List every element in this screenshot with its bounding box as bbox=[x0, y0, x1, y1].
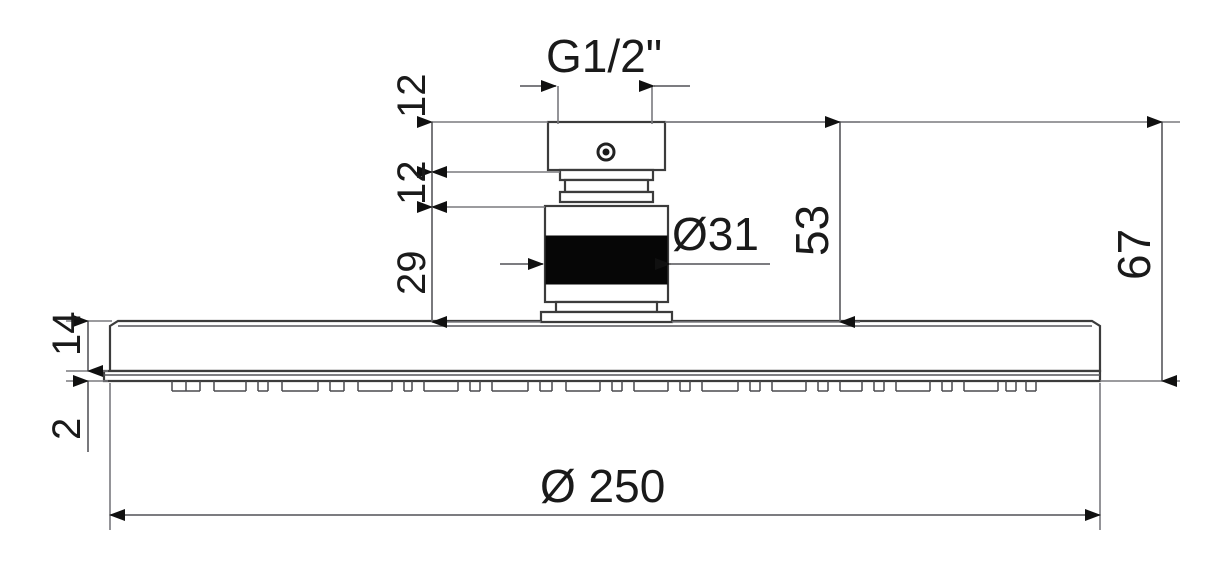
thread-step-lower bbox=[558, 190, 655, 204]
dim-plate-diameter-250: Ø 250 bbox=[109, 460, 1101, 521]
collar-step-lower bbox=[554, 300, 659, 314]
shower-plate-geometry bbox=[102, 319, 1102, 383]
plate-body-outline bbox=[108, 319, 1102, 373]
collar-accent-band bbox=[545, 235, 668, 285]
dim-top-gap-12: 12 bbox=[390, 74, 447, 178]
dim-face-thickness-2: 2 bbox=[45, 375, 89, 452]
plate-face-band bbox=[102, 369, 1102, 383]
dim-overall-67: 67 bbox=[1108, 116, 1177, 387]
nozzle-row bbox=[171, 381, 1037, 392]
collar-base-flange bbox=[539, 310, 674, 324]
dim-stack-29: 29 bbox=[390, 201, 447, 328]
dim-label-thread: G1/2" bbox=[546, 30, 662, 82]
thread-step-mid bbox=[563, 178, 650, 194]
dim-label-face-thickness: 2 bbox=[45, 418, 89, 440]
dim-label-second-gap: 12 bbox=[390, 161, 434, 206]
dim-label-plate-dia: Ø 250 bbox=[540, 460, 665, 512]
connector-assembly-geometry bbox=[539, 120, 674, 324]
dim-label-overall: 67 bbox=[1108, 229, 1160, 280]
thread-step-upper bbox=[558, 168, 655, 182]
dim-connector-total-53: 53 bbox=[786, 116, 855, 328]
dim-label-connector-total: 53 bbox=[786, 205, 838, 256]
dim-label-stack: 29 bbox=[390, 251, 434, 296]
dim-plate-thickness-14: 14 bbox=[45, 312, 103, 377]
dim-label-plate-thickness: 14 bbox=[45, 312, 89, 357]
dim-connector-diameter: Ø31 bbox=[500, 208, 770, 270]
dim-thread-g12: G1/2" bbox=[520, 30, 690, 92]
dim-label-top-gap: 12 bbox=[390, 74, 434, 119]
dim-label-connector-dia: Ø31 bbox=[672, 208, 759, 260]
socket-screw-inner bbox=[602, 148, 610, 156]
dim-second-gap-12: 12 bbox=[390, 161, 447, 213]
